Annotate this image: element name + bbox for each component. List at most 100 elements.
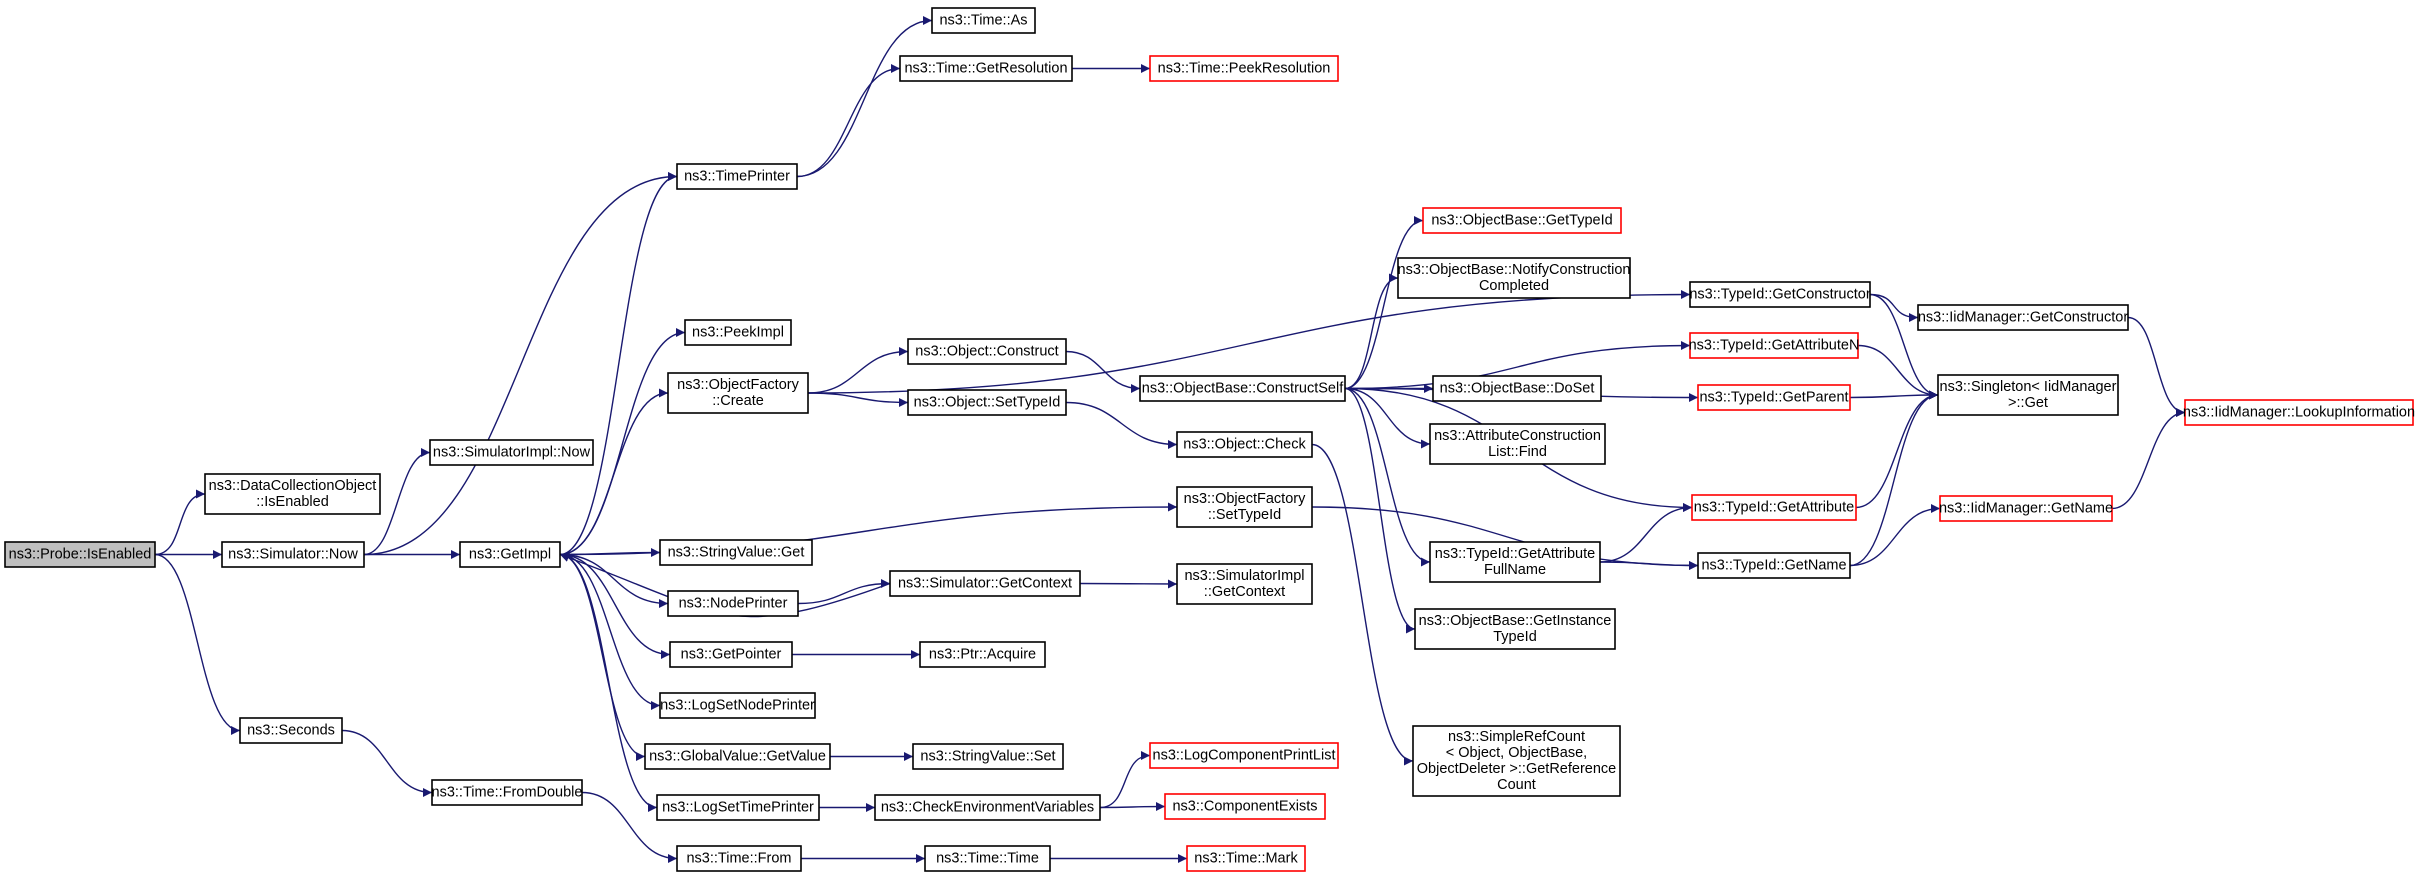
node-box xyxy=(656,794,820,821)
node-label-line: ns3::Time::PeekResolution xyxy=(1158,61,1331,77)
edge-objectbase_constructself-to-objectbase_getinstancetypeid xyxy=(1344,387,1416,634)
edge-line xyxy=(581,791,678,863)
edge-time_fromdouble-to-time_from xyxy=(581,791,678,863)
node-label-line: ns3::IidManager::GetName xyxy=(1939,501,2113,517)
node-label-line: ns3::TypeId::GetName xyxy=(1701,558,1846,574)
node-box xyxy=(667,372,809,414)
edge-line xyxy=(1344,387,1431,449)
edge-line xyxy=(341,729,433,797)
node-stringvalue_get[interactable]: ns3::StringValue::Get xyxy=(659,539,813,566)
edge-timeprinter-to-time_as xyxy=(796,16,933,178)
node-label-line: ns3::ObjectBase::ConstructSelf xyxy=(1142,381,1344,397)
node-nodeprinter[interactable]: ns3::NodePrinter xyxy=(667,590,799,617)
node-iidmanager_getname[interactable]: ns3::IidManager::GetName xyxy=(1939,495,2113,522)
node-time_time[interactable]: ns3::Time::Time xyxy=(924,845,1051,872)
node-label-line: ns3::Time::As xyxy=(939,13,1027,29)
edge-line xyxy=(1344,387,1416,634)
node-label-line: ns3::DataCollectionObject xyxy=(209,478,377,494)
edge-line xyxy=(1065,401,1178,449)
edge-timeprinter-to-time_getresolution xyxy=(796,64,901,178)
node-box xyxy=(1149,55,1339,82)
node-time_as[interactable]: ns3::Time::As xyxy=(931,7,1036,34)
edge-line xyxy=(1599,560,1699,570)
node-typeid_getattribute[interactable]: ns3::TypeId::GetAttribute xyxy=(1691,494,1857,521)
node-simimpl_getcontext[interactable]: ns3::SimulatorImpl::GetContext xyxy=(1176,563,1313,605)
node-label-line: ns3::Simulator::Now xyxy=(228,547,358,563)
node-objectbase_gettypeid[interactable]: ns3::ObjectBase::GetTypeId xyxy=(1422,207,1622,234)
node-typeid_getname[interactable]: ns3::TypeId::GetName xyxy=(1697,552,1851,579)
node-label-line: ns3::NodePrinter xyxy=(679,596,788,612)
node-box xyxy=(1186,845,1306,872)
node-box xyxy=(4,541,156,568)
node-logsetnodeprinter[interactable]: ns3::LogSetNodePrinter xyxy=(659,692,816,719)
node-globalvalue_getvalue[interactable]: ns3::GlobalValue::GetValue xyxy=(644,743,831,770)
edge-getimpl-to-timeprinter xyxy=(559,172,678,556)
node-getpointer[interactable]: ns3::GetPointer xyxy=(669,641,793,668)
node-box xyxy=(2184,399,2414,426)
node-dco_isenabled[interactable]: ns3::DataCollectionObject::IsEnabled xyxy=(204,473,381,515)
node-simimpl_now[interactable]: ns3::SimulatorImpl::Now xyxy=(429,439,594,466)
edge-iidmanager_getname-to-iidmanager_lookupinformation xyxy=(2111,408,2186,510)
node-box xyxy=(1176,431,1313,458)
node-iidmanager_getconstructor[interactable]: ns3::IidManager::GetConstructor xyxy=(1917,304,2129,331)
node-objectbase_doset[interactable]: ns3::ObjectBase::DoSet xyxy=(1432,375,1602,402)
node-iidmanager_lookupinformation[interactable]: ns3::IidManager::LookupInformation xyxy=(2183,399,2415,426)
node-label-line: ns3::LogSetNodePrinter xyxy=(660,698,815,714)
node-box xyxy=(1937,374,2119,416)
edge-simulator_getcontext-to-simimpl_getcontext xyxy=(1079,579,1178,589)
edge-typeid_getconstructor-to-iidmanager_getconstructor xyxy=(1869,293,1919,322)
node-of_settypeid[interactable]: ns3::ObjectFactory::SetTypeId xyxy=(1176,486,1313,528)
node-objectbase_constructself[interactable]: ns3::ObjectBase::ConstructSelf xyxy=(1139,375,1346,402)
node-box xyxy=(644,743,831,770)
node-seconds[interactable]: ns3::Seconds xyxy=(239,717,343,744)
node-getimpl[interactable]: ns3::GetImpl xyxy=(459,541,561,568)
node-componentexists[interactable]: ns3::ComponentExists xyxy=(1164,793,1326,820)
node-object_settypeid[interactable]: ns3::Object::SetTypeId xyxy=(907,389,1067,416)
edge-line xyxy=(154,489,206,556)
node-label-line: ns3::GetImpl xyxy=(469,547,551,563)
node-simulator_now[interactable]: ns3::Simulator::Now xyxy=(221,541,365,568)
edge-line xyxy=(807,347,909,394)
node-typeid_getattributen[interactable]: ns3::TypeId::GetAttributeN xyxy=(1689,332,1860,359)
node-timeprinter[interactable]: ns3::TimePrinter xyxy=(676,163,798,190)
node-box xyxy=(907,389,1067,416)
node-time_from[interactable]: ns3::Time::From xyxy=(676,845,802,872)
node-of_create[interactable]: ns3::ObjectFactory::Create xyxy=(667,372,809,414)
node-label-line: FullName xyxy=(1484,562,1546,578)
edge-line xyxy=(2127,316,2186,417)
edge-line xyxy=(559,172,678,556)
node-objectbase_notifyconstruction[interactable]: ns3::ObjectBase::NotifyConstructionCompl… xyxy=(1397,257,1631,299)
node-label-line: ns3::TimePrinter xyxy=(684,169,790,185)
edge-line xyxy=(559,388,669,556)
node-stringvalue_set[interactable]: ns3::StringValue::Set xyxy=(912,743,1064,770)
node-simplerefcount_getref[interactable]: ns3::SimpleRefCount< Object, ObjectBase,… xyxy=(1412,725,1621,797)
node-simulator_getcontext[interactable]: ns3::Simulator::GetContext xyxy=(889,570,1081,597)
node-label-line: ObjectDeleter >::GetReference xyxy=(1417,761,1616,777)
node-singleton_get[interactable]: ns3::Singleton< IidManager >::Get xyxy=(1937,374,2119,416)
node-typeid_getparent[interactable]: ns3::TypeId::GetParent xyxy=(1697,384,1851,411)
node-label-line: ns3::LogComponentPrintList xyxy=(1153,748,1336,764)
node-object_construct[interactable]: ns3::Object::Construct xyxy=(907,338,1067,365)
node-time_mark[interactable]: ns3::Time::Mark xyxy=(1186,845,1306,872)
node-time_peekresolution[interactable]: ns3::Time::PeekResolution xyxy=(1149,55,1339,82)
node-label-line: ns3::ObjectBase::NotifyConstruction xyxy=(1398,262,1631,278)
node-peekimpl[interactable]: ns3::PeekImpl xyxy=(684,319,792,346)
node-object_check[interactable]: ns3::Object::Check xyxy=(1176,431,1313,458)
node-label-line: ns3::PeekImpl xyxy=(692,325,784,341)
edge-objectbase_constructself-to-attrconstructionlist_find xyxy=(1344,387,1431,449)
edge-objectbase_constructself-to-typeid_getattributefullname xyxy=(1344,387,1431,567)
node-logcomponentprintlist[interactable]: ns3::LogComponentPrintList xyxy=(1149,742,1339,769)
node-time_fromdouble[interactable]: ns3::Time::FromDouble xyxy=(431,779,583,806)
edge-typeid_getattributefullname-to-typeid_getname xyxy=(1599,560,1699,570)
node-ptr_acquire[interactable]: ns3::Ptr::Acquire xyxy=(919,641,1046,668)
node-typeid_getconstructor[interactable]: ns3::TypeId::GetConstructor xyxy=(1689,281,1871,308)
node-box xyxy=(1412,725,1621,797)
edge-checkenvvars-to-logcomponentprintlist xyxy=(1099,751,1151,809)
node-box xyxy=(459,541,561,568)
node-checkenvvars[interactable]: ns3::CheckEnvironmentVariables xyxy=(874,794,1101,821)
node-logsettimeprinter[interactable]: ns3::LogSetTimePrinter xyxy=(656,794,820,821)
node-time_getresolution[interactable]: ns3::Time::GetResolution xyxy=(899,55,1073,82)
